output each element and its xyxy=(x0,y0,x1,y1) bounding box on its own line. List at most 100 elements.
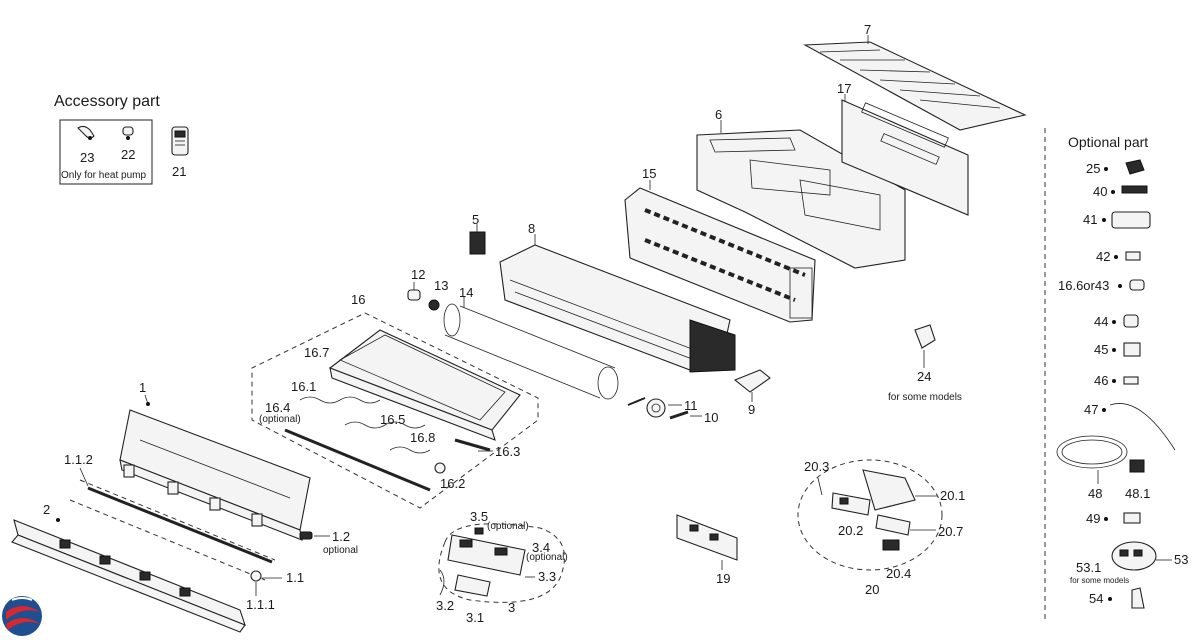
motor-clamp-10 xyxy=(669,410,702,420)
part-24 xyxy=(914,324,936,368)
part-47-icon xyxy=(1109,403,1176,451)
callout-45: 45 xyxy=(1094,342,1108,357)
part-48-1-icon xyxy=(1129,459,1145,473)
callout-15: 15 xyxy=(642,166,656,181)
part-40-icon xyxy=(1121,185,1148,194)
optional-section: Optional part 25 40 41 42 16.6or43 44 45… xyxy=(1056,134,1188,609)
callout-3-4: 3.4 xyxy=(532,540,550,555)
callout-14: 14 xyxy=(459,285,473,300)
part-42-icon xyxy=(1125,251,1141,261)
cross-flow-fan-14 xyxy=(443,296,619,400)
callout-53-1: 53.1 xyxy=(1076,560,1101,575)
filter-frame-1-1-2 xyxy=(69,479,276,581)
callout-41: 41 xyxy=(1083,212,1097,227)
callout-5: 5 xyxy=(472,212,479,227)
callout-3-5: 3.5 xyxy=(470,509,488,524)
chassis-15 xyxy=(624,180,816,323)
callout-16-5: 16.5 xyxy=(380,412,405,427)
callout-48-1: 48.1 xyxy=(1125,486,1150,501)
part-53-icon xyxy=(1111,541,1172,571)
callout-9: 9 xyxy=(748,402,755,417)
callout-44: 44 xyxy=(1094,314,1108,329)
callout-1-1-2: 1.1.2 xyxy=(64,452,93,467)
part-25-icon xyxy=(1125,159,1145,175)
callout-13: 13 xyxy=(434,278,448,293)
evaporator-8 xyxy=(499,234,736,373)
callout-53-1-note: for some models xyxy=(1070,576,1129,585)
callout-1: 1 xyxy=(139,380,146,395)
callout-20: 20 xyxy=(865,582,879,597)
callout-25: 25 xyxy=(1086,161,1100,176)
display-board-19 xyxy=(676,514,738,570)
callout-3-3: 3.3 xyxy=(538,569,556,584)
callout-16-1: 16.1 xyxy=(291,379,316,394)
callout-16-6or43: 16.6or43 xyxy=(1058,278,1109,293)
callout-48: 48 xyxy=(1088,486,1102,501)
callout-17: 17 xyxy=(837,81,851,96)
callout-53: 53 xyxy=(1174,552,1188,567)
part-9 xyxy=(733,369,771,402)
callout-20-4: 20.4 xyxy=(886,566,911,581)
callout-3: 3 xyxy=(508,600,515,615)
optional-title: Optional part xyxy=(1068,134,1148,150)
part-1-2 xyxy=(299,531,330,540)
callout-16-4-note: (optional) xyxy=(259,414,301,425)
callout-16-4: 16.4 xyxy=(265,400,290,415)
accessory-section: Accessory part 23 22 Only for heat pump … xyxy=(54,93,189,185)
part-46-icon xyxy=(1123,376,1139,385)
bearing-12 xyxy=(407,282,421,301)
callout-11: 11 xyxy=(684,398,698,413)
control-box-3 xyxy=(438,523,565,603)
callout-20-2: 20.2 xyxy=(838,523,863,538)
louver-group-16 xyxy=(251,312,539,509)
callout-23: 23 xyxy=(80,150,94,165)
screw-1-1 xyxy=(250,570,282,582)
callout-40: 40 xyxy=(1093,184,1107,199)
base-frame-2 xyxy=(11,518,246,633)
callout-49: 49 xyxy=(1086,511,1100,526)
part-54-icon xyxy=(1131,587,1145,609)
accessory-box xyxy=(59,119,153,185)
callout-10: 10 xyxy=(704,410,718,425)
callout-20-1: 20.1 xyxy=(940,488,965,503)
callout-2: 2 xyxy=(43,502,50,517)
grille-7 xyxy=(803,35,1027,131)
callout-21: 21 xyxy=(172,164,186,179)
callout-46: 46 xyxy=(1094,373,1108,388)
callout-16-3: 16.3 xyxy=(495,444,520,459)
callout-20-3: 20.3 xyxy=(804,459,829,474)
callout-3-1: 3.1 xyxy=(466,610,484,625)
callout-24-note: for some models xyxy=(888,392,962,403)
part-49-icon xyxy=(1123,512,1141,524)
callout-20-7: 20.7 xyxy=(938,524,963,539)
callout-54: 54 xyxy=(1089,591,1103,606)
motor-11 xyxy=(627,397,682,418)
callout-1-1-1: 1.1.1 xyxy=(246,597,275,612)
callout-7: 7 xyxy=(864,22,871,37)
callout-16: 16 xyxy=(351,292,365,307)
electric-box-20 xyxy=(797,459,943,571)
brand-logo-icon xyxy=(2,596,42,636)
callout-6: 6 xyxy=(715,107,722,122)
part-44-icon xyxy=(1123,314,1139,328)
drain-seal-icon xyxy=(122,126,134,140)
remote-control-icon xyxy=(171,126,189,156)
callout-16-2: 16.2 xyxy=(440,476,465,491)
part-5 xyxy=(469,224,486,255)
callout-22: 22 xyxy=(121,147,135,162)
callout-16-7: 16.7 xyxy=(304,345,329,360)
callout-19: 19 xyxy=(716,571,730,586)
part-43-icon xyxy=(1129,279,1145,291)
callout-47: 47 xyxy=(1084,402,1098,417)
part-48-icon xyxy=(1056,435,1128,484)
front-panel xyxy=(119,394,311,541)
part-45-icon xyxy=(1123,342,1141,357)
callout-3-4-note: (optional) xyxy=(526,552,568,563)
accessory-title: Accessory part xyxy=(54,93,160,110)
bearing-13 xyxy=(428,299,440,311)
callout-24: 24 xyxy=(917,369,931,384)
callout-1-2-note: optional xyxy=(323,545,358,556)
hose-clamp-icon xyxy=(77,125,95,140)
callout-1-1: 1.1 xyxy=(286,570,304,585)
